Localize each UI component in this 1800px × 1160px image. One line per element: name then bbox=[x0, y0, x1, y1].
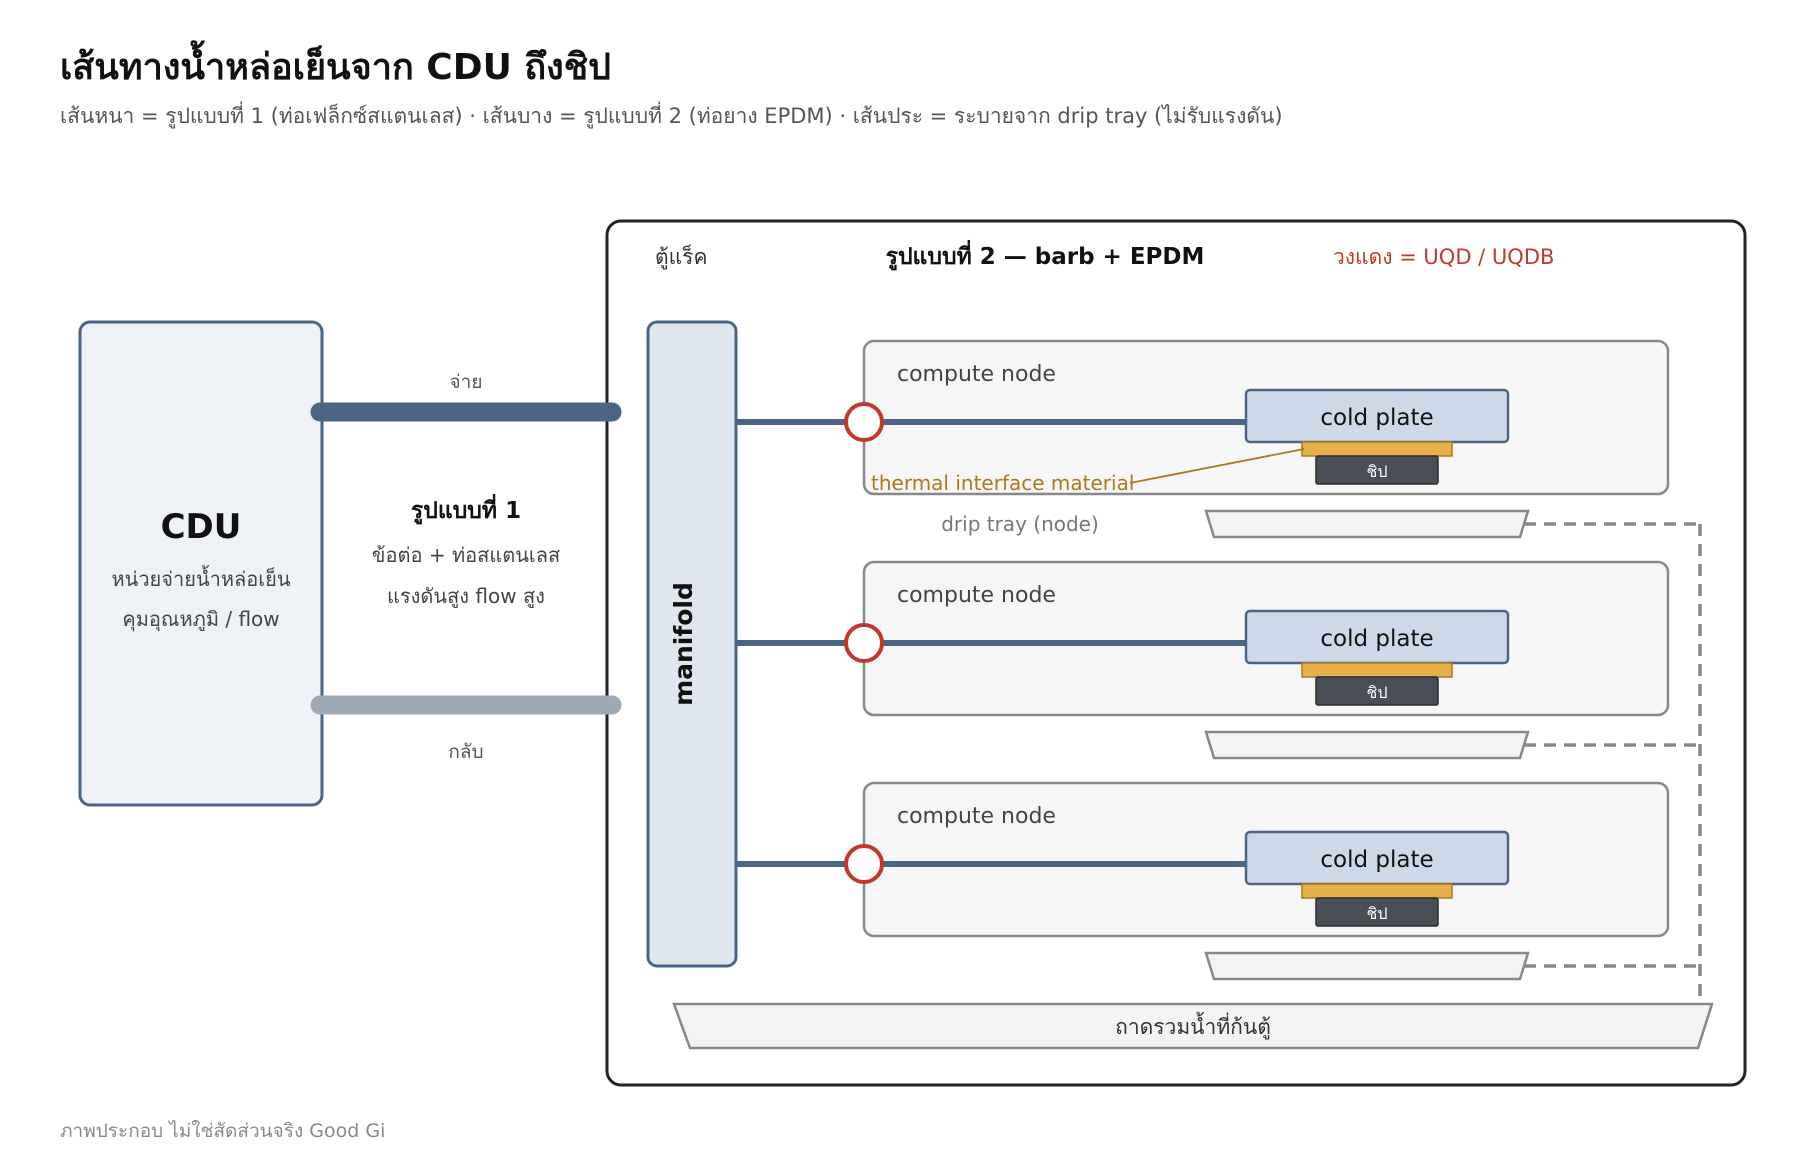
chip bbox=[1315, 676, 1439, 706]
compute-node-label: compute node bbox=[897, 583, 1056, 608]
cdu-desc-line1: หน่วยจ่ายน้ำหล่อเย็น bbox=[111, 565, 290, 591]
pattern1-line2: แรงดันสูง flow สูง bbox=[387, 584, 545, 609]
uqd-connector bbox=[844, 402, 884, 442]
bottom-basin bbox=[672, 1002, 1714, 1050]
cold-plate-label: cold plate bbox=[1320, 626, 1433, 652]
chip bbox=[1315, 455, 1439, 485]
node-row: compute node cold plate ชิป bbox=[736, 781, 1700, 981]
manifold-label: manifold bbox=[669, 582, 698, 706]
cold-plate-label: cold plate bbox=[1320, 847, 1433, 873]
cold-plate-label: cold plate bbox=[1320, 405, 1433, 431]
tim-label: thermal interface material bbox=[871, 471, 1134, 495]
uqd-connector bbox=[844, 623, 884, 663]
uqd-legend: วงแดง = UQD / UQDB bbox=[1333, 245, 1554, 269]
thermal-interface-material bbox=[1301, 441, 1453, 457]
chip-label: ชิป bbox=[1366, 904, 1387, 923]
node-row: compute node cold plate ชิป bbox=[736, 560, 1700, 760]
basin-label: ถาดรวมน้ำที่ก้นตู้ bbox=[1115, 1012, 1271, 1040]
chip-label: ชิป bbox=[1366, 683, 1387, 702]
uqd-connector bbox=[844, 844, 884, 884]
cdu-box bbox=[78, 320, 324, 807]
chip bbox=[1315, 897, 1439, 927]
pattern1-title: รูปแบบที่ 1 bbox=[411, 493, 521, 525]
tim-callout-line bbox=[1129, 448, 1305, 484]
page-subtitle: เส้นหนา = รูปแบบที่ 1 (ท่อเฟล็กซ์สแตนเลส… bbox=[60, 104, 1283, 128]
compute-node-label: compute node bbox=[897, 362, 1056, 387]
pattern1-line1: ข้อต่อ + ท่อสแตนเลส bbox=[372, 543, 560, 567]
pattern2-title: รูปแบบที่ 2 — barb + EPDM bbox=[886, 239, 1205, 271]
cdu-label: CDU bbox=[161, 507, 242, 547]
footer-caption: ภาพประกอบ ไม่ใช่สัดส่วนจริง Good Gi bbox=[60, 1120, 386, 1142]
drip-tray-label: drip tray (node) bbox=[941, 512, 1099, 536]
return-label: กลับ bbox=[448, 741, 483, 763]
supply-label: จ่าย bbox=[450, 371, 483, 393]
node-row: compute node cold plate ชิป bbox=[736, 339, 1700, 539]
drip-tray bbox=[1204, 509, 1530, 539]
drip-tray bbox=[1204, 730, 1530, 760]
drip-tray bbox=[1204, 951, 1530, 981]
cdu-desc-line2: คุมอุณหภูมิ / flow bbox=[122, 607, 279, 632]
chip-label: ชิป bbox=[1366, 462, 1387, 481]
compute-node-label: compute node bbox=[897, 804, 1056, 829]
page-title: เส้นทางน้ำหล่อเย็นจาก CDU ถึงชิป bbox=[60, 47, 612, 88]
thermal-interface-material bbox=[1301, 883, 1453, 899]
rack-label: ตู้แร็ค bbox=[655, 243, 708, 270]
thermal-interface-material bbox=[1301, 662, 1453, 678]
